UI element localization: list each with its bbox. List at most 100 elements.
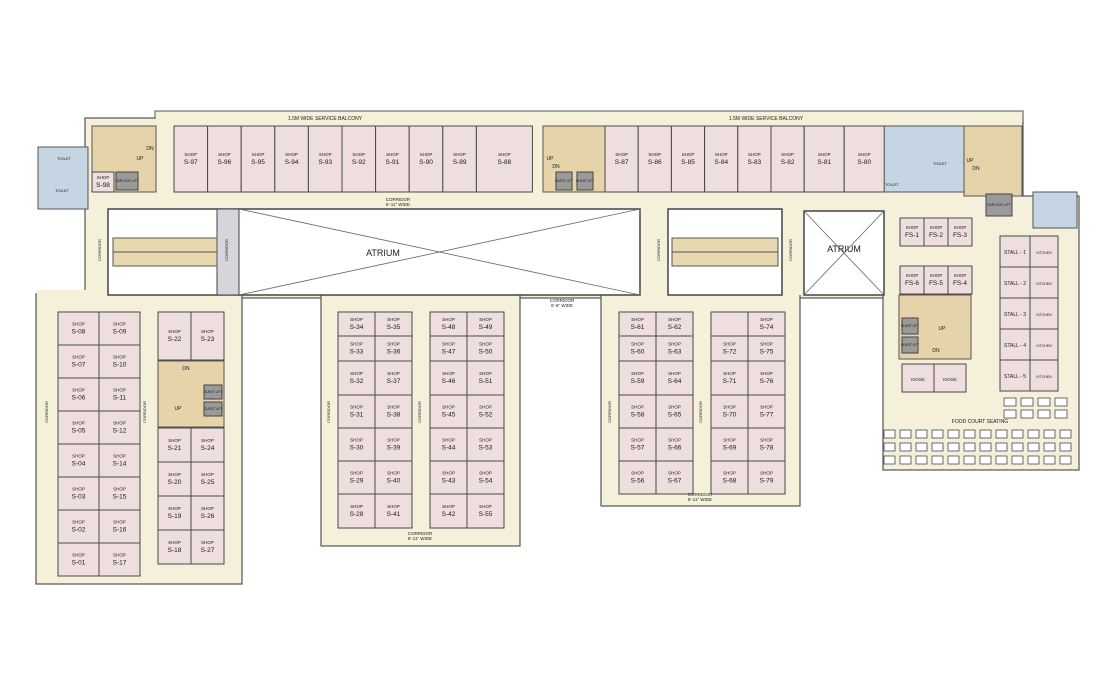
- kiosk-unit[interactable]: KIOSK: [901, 363, 935, 393]
- kiosk-unit[interactable]: KIOSK: [933, 363, 967, 393]
- shop-unit[interactable]: [710, 311, 749, 337]
